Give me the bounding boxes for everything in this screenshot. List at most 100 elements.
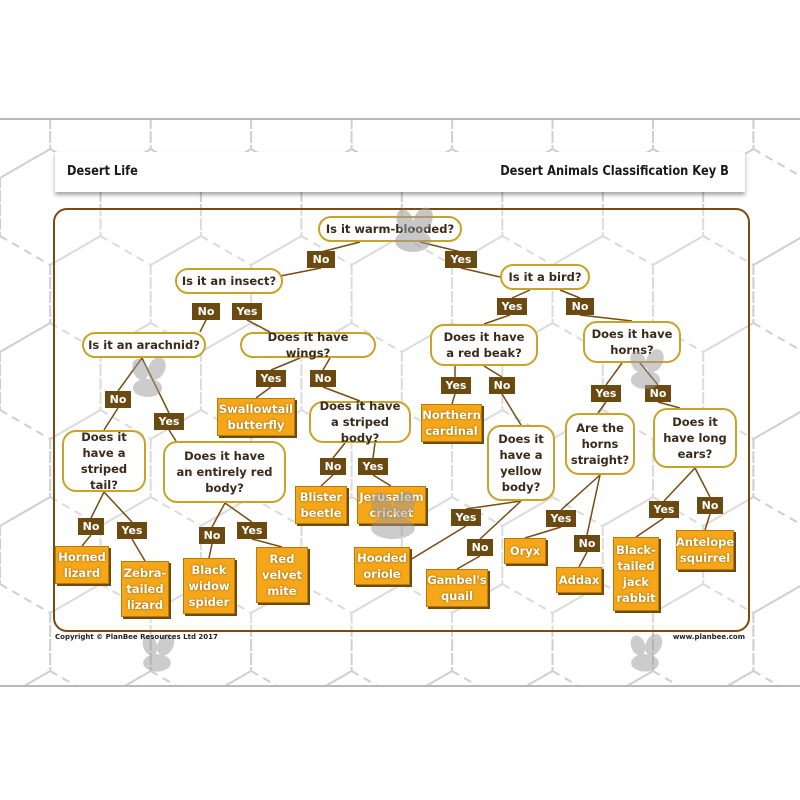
connector-line bbox=[81, 534, 92, 547]
connector-line bbox=[409, 525, 467, 561]
no-tag: No bbox=[566, 298, 594, 315]
connector-line bbox=[479, 500, 522, 540]
worksheet-header: Desert Life Desert Animals Classificatio… bbox=[55, 152, 745, 192]
connector-line bbox=[211, 502, 226, 528]
animal-swallowtail-butterfly: Swallowtail butterfly bbox=[217, 398, 295, 436]
connector-line bbox=[90, 491, 105, 519]
yes-tag: Yes bbox=[445, 251, 477, 268]
no-tag: No bbox=[78, 518, 104, 535]
yes-tag: Yes bbox=[154, 413, 184, 430]
connector-line bbox=[524, 526, 562, 539]
connector-line bbox=[322, 357, 331, 371]
animal-blister-beetle: Blister beetle bbox=[295, 486, 347, 524]
animal-black-widow-spider: Black widow spider bbox=[183, 558, 235, 614]
animal-hooded-oriole: Hooded oriole bbox=[354, 547, 410, 585]
topic-title: Desert Life bbox=[67, 164, 138, 179]
connector-line bbox=[270, 357, 301, 371]
bee-icon bbox=[132, 357, 166, 397]
connector-line bbox=[320, 474, 334, 487]
connector-line bbox=[199, 319, 207, 333]
connector-line bbox=[103, 491, 133, 523]
connector-line bbox=[322, 386, 361, 402]
no-tag: No bbox=[192, 303, 220, 320]
no-tag: No bbox=[307, 251, 335, 268]
connector-line bbox=[372, 474, 392, 487]
connector-line bbox=[372, 442, 376, 459]
yes-tag: Yes bbox=[451, 509, 481, 526]
yes-tag: Yes bbox=[232, 303, 262, 320]
connector-line bbox=[605, 362, 623, 386]
connector-line bbox=[560, 474, 601, 511]
connector-line bbox=[501, 393, 522, 426]
bee-icon bbox=[371, 491, 415, 539]
no-tag: No bbox=[105, 391, 131, 408]
question-striped-body: Does it have a striped body? bbox=[309, 399, 411, 445]
connector-line bbox=[103, 407, 119, 431]
yes-tag: Yes bbox=[546, 510, 576, 527]
question-wings: Does it have wings? bbox=[240, 330, 376, 360]
question-arachnid: Is it an arachnid? bbox=[82, 332, 206, 358]
yes-tag: Yes bbox=[497, 298, 527, 315]
connector-line bbox=[332, 442, 346, 459]
connector-line bbox=[320, 241, 361, 253]
yes-tag: Yes bbox=[649, 501, 679, 518]
connector-line bbox=[255, 386, 272, 399]
connector-line bbox=[586, 474, 601, 536]
connector-line bbox=[246, 319, 271, 333]
bee-icon bbox=[630, 349, 664, 389]
yes-tag: Yes bbox=[237, 522, 267, 539]
animal-horned-lizard: Horned lizard bbox=[55, 546, 109, 584]
connector-line bbox=[694, 467, 711, 498]
question-insect: Is it an insect? bbox=[175, 268, 283, 294]
question-horns-straight: Are the horns straight? bbox=[565, 413, 635, 475]
connector-line bbox=[635, 517, 665, 538]
connector-line bbox=[483, 365, 503, 378]
question-red-beak: Does it have a red beak? bbox=[430, 324, 538, 366]
connector-line bbox=[597, 401, 607, 414]
no-tag: No bbox=[574, 535, 600, 552]
connector-line bbox=[465, 500, 522, 510]
animal-northern-cardinal: Northern cardinal bbox=[421, 404, 482, 442]
animal-addax: Addax bbox=[556, 567, 602, 593]
yes-tag: Yes bbox=[358, 458, 388, 475]
connector-line bbox=[451, 393, 456, 405]
connector-line bbox=[657, 401, 681, 409]
bee-icon bbox=[395, 207, 433, 252]
bee-icon bbox=[630, 634, 663, 672]
connector-line bbox=[704, 513, 711, 531]
connector-line bbox=[483, 314, 511, 325]
no-tag: No bbox=[467, 539, 493, 556]
copyright-notice: Copyright © PlanBee Resources Ltd 2017 bbox=[55, 633, 218, 641]
yes-tag: Yes bbox=[256, 370, 286, 387]
connector-line bbox=[579, 314, 633, 322]
yes-tag: Yes bbox=[591, 385, 621, 402]
connector-line bbox=[251, 538, 283, 548]
bee-icon bbox=[142, 634, 175, 672]
animal-red-velvet-mite: Red velvet mite bbox=[256, 547, 308, 603]
connector-line bbox=[578, 551, 588, 568]
no-tag: No bbox=[489, 377, 515, 394]
no-tag: No bbox=[310, 370, 336, 387]
animal-gambels-quail: Gambel's quail bbox=[426, 569, 488, 607]
animal-oryx: Oryx bbox=[504, 538, 546, 564]
connector-line bbox=[208, 543, 213, 559]
connector-line bbox=[456, 555, 481, 570]
connector-line bbox=[460, 267, 501, 278]
question-yellow-body: Does it have a yellow body? bbox=[487, 425, 555, 501]
question-striped-tail: Does it have a striped tail? bbox=[62, 430, 146, 492]
no-tag: No bbox=[645, 385, 671, 402]
no-tag: No bbox=[697, 497, 723, 514]
connector-line bbox=[511, 289, 531, 299]
yes-tag: Yes bbox=[441, 377, 471, 394]
connector-line bbox=[559, 289, 581, 299]
animal-black-tailed-jackrabbit: Black- tailed jack rabbit bbox=[613, 537, 659, 611]
no-tag: No bbox=[199, 527, 225, 544]
worksheet-title: Desert Animals Classification Key B bbox=[500, 164, 729, 179]
connector-line bbox=[663, 467, 696, 502]
connector-line bbox=[131, 538, 146, 562]
website-link: www.planbee.com bbox=[672, 633, 745, 641]
no-tag: No bbox=[320, 458, 346, 475]
animal-antelope-squirrel: Antelope squirrel bbox=[676, 530, 734, 570]
question-bird: Is it a bird? bbox=[500, 264, 590, 290]
